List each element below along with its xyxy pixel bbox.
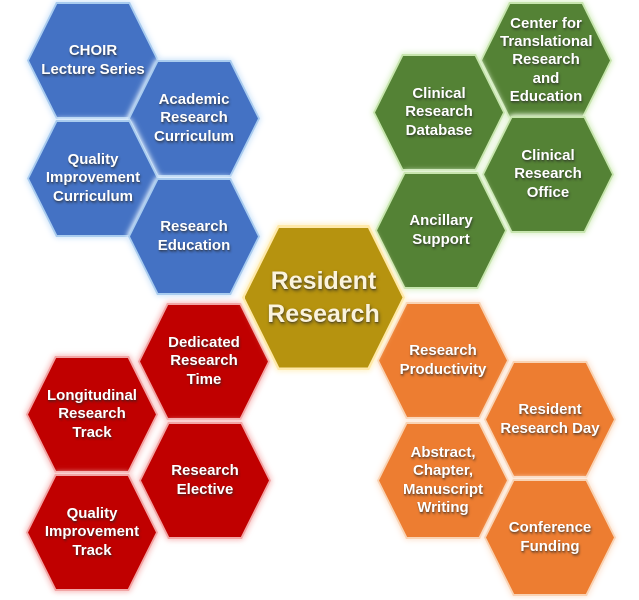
hex-label: Research Productivity	[399, 342, 487, 378]
hex-label: Clinical Research Office	[514, 147, 582, 201]
hexagon-shape: Longitudinal Research Track	[26, 356, 158, 473]
hexagon-shape: Conference Funding	[484, 479, 616, 596]
hex-research-education: Research Education	[128, 178, 260, 295]
hex-resident-research-day: Resident Research Day	[484, 361, 616, 478]
hex-research-elective: Research Elective	[139, 422, 271, 539]
hex-label: Longitudinal Research Track	[47, 387, 137, 441]
hexagon-shape: Resident Research	[242, 225, 405, 370]
hexagon-shape: Abstract, Chapter, Manuscript Writing	[377, 422, 509, 539]
hexagon-shape: Quality Improvement Track	[26, 474, 158, 591]
hex-label: Clinical Research Database	[405, 85, 473, 139]
hexagon-shape: Clinical Research Database	[373, 54, 505, 171]
hexagon-shape: Center for Translational Research and Ed…	[480, 2, 612, 119]
hex-dedicated-research-time: Dedicated Research Time	[138, 303, 270, 420]
hex-label: Ancillary Support	[409, 212, 473, 248]
hexagon-shape: CHOIR Lecture Series	[27, 2, 159, 119]
hex-clinical-research-office: Clinical Research Office	[482, 116, 614, 233]
hex-label: Dedicated Research Time	[168, 334, 240, 388]
hexagon-shape: Quality Improvement Curriculum	[27, 120, 159, 237]
hex-ancillary-support: Ancillary Support	[375, 172, 507, 289]
hex-conference-funding: Conference Funding	[484, 479, 616, 596]
hex-label: Conference Funding	[508, 519, 592, 555]
hex-label: Quality Improvement Curriculum	[45, 151, 141, 205]
hex-label: Academic Research Curriculum	[153, 91, 234, 145]
hexagon-shape: Resident Research Day	[484, 361, 616, 478]
hexagon-shape: Academic Research Curriculum	[128, 60, 260, 177]
hexagon-shape: Ancillary Support	[375, 172, 507, 289]
hex-label: CHOIR Lecture Series	[41, 42, 145, 78]
hex-clinical-research-database: Clinical Research Database	[373, 54, 505, 171]
hexagon-shape: Clinical Research Office	[482, 116, 614, 233]
hex-resident-research-center: Resident Research	[242, 225, 405, 370]
center-title: Resident Research	[267, 267, 380, 328]
hex-research-productivity: Research Productivity	[377, 302, 509, 419]
hex-academic-research-curriculum: Academic Research Curriculum	[128, 60, 260, 177]
hexagon-shape: Research Elective	[139, 422, 271, 539]
hex-longitudinal-research-track: Longitudinal Research Track	[26, 356, 158, 473]
hex-label: Research Elective	[171, 462, 239, 498]
hex-label: Resident Research Day	[500, 401, 600, 437]
hex-center-translational-research-education: Center for Translational Research and Ed…	[480, 2, 612, 119]
hex-label: Quality Improvement Track	[44, 505, 140, 559]
hex-abstract-chapter-manuscript-writing: Abstract, Chapter, Manuscript Writing	[377, 422, 509, 539]
hex-label: Research Education	[157, 218, 231, 254]
hexagon-shape: Dedicated Research Time	[138, 303, 270, 420]
hex-choir-lecture-series: CHOIR Lecture Series	[27, 2, 159, 119]
hex-quality-improvement-track: Quality Improvement Track	[26, 474, 158, 591]
hex-quality-improvement-curriculum: Quality Improvement Curriculum	[27, 120, 159, 237]
hex-label: Abstract, Chapter, Manuscript Writing	[402, 443, 483, 516]
hexagon-shape: Research Education	[128, 178, 260, 295]
hexagon-shape: Research Productivity	[377, 302, 509, 419]
hex-label: Center for Translational Research and Ed…	[500, 14, 593, 105]
